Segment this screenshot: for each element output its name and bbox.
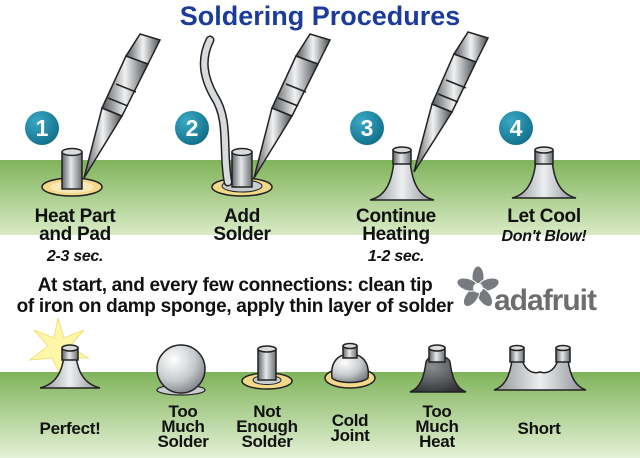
step-1-line2: and Pad [39, 224, 111, 245]
result-perfect-illustration [28, 317, 101, 389]
step-4-badge-icon [497, 109, 535, 147]
soldering-iron-icon [83, 33, 162, 179]
step-2-number: 2 [185, 115, 199, 141]
result-not-enough-solder-label: Not Enough Solder [236, 402, 298, 451]
step-1-line1: Heat Part [34, 206, 116, 227]
shine-icon [28, 317, 90, 376]
tip-line2: of iron on damp sponge, apply thin layer… [16, 296, 454, 317]
page-title: Soldering Procedures [179, 1, 461, 31]
step-2-line2: Solder [213, 224, 271, 245]
step-1-caption: Heat Part and Pad 2-3 sec. [15, 206, 135, 266]
step-3-line1: Continue [356, 206, 436, 227]
step-3-badge-icon [348, 109, 386, 147]
step-4-line1: Let Cool [507, 206, 581, 227]
result-short-illustration [493, 344, 587, 391]
step-2-line1: Add [223, 206, 261, 227]
adafruit-star-icon [456, 265, 500, 307]
result-too-much-heat-illustration [409, 344, 467, 393]
step-2-illustration [199, 33, 332, 197]
step-4-number: 4 [509, 115, 523, 141]
result-too-much-heat-label: Too Much Heat [415, 402, 459, 451]
step-4-caption: Let Cool Don't Blow! [484, 206, 604, 246]
step-2-badge-icon [173, 109, 211, 147]
step-3-illustration [369, 31, 490, 201]
step-4-note: Don't Blow! [501, 228, 587, 245]
cleaning-tip: At start, and every few connections: cle… [0, 275, 470, 317]
result-cold-joint-illustration [324, 342, 376, 389]
step-3-line2: Heating [362, 224, 430, 245]
step-1-illustration [41, 33, 162, 197]
step-3-caption: Continue Heating 1-2 sec. [336, 206, 456, 266]
result-perfect-label: Perfect! [39, 419, 101, 438]
step-1-badge-icon [23, 109, 61, 147]
step-1-number: 1 [35, 115, 49, 141]
step-1-duration: 2-3 sec. [46, 248, 104, 265]
step-2-caption: Add Solder [182, 206, 302, 245]
step-3-duration: 1-2 sec. [367, 248, 425, 265]
result-cold-joint-label: Cold Joint [330, 411, 370, 445]
result-short-label: Short [517, 419, 561, 438]
soldering-iron-icon [413, 31, 490, 173]
solder-wire-icon [201, 37, 231, 185]
step-badges [23, 109, 535, 147]
step-3-number: 3 [360, 115, 374, 141]
step-4-illustration [511, 146, 577, 199]
tip-line1: At start, and every few connections: cle… [37, 275, 433, 296]
result-not-enough-solder-illustration [241, 345, 293, 390]
result-too-much-solder-illustration [156, 344, 206, 396]
adafruit-logo: adafruit [494, 284, 597, 317]
soldering-iron-icon [253, 33, 332, 179]
result-too-much-solder-label: Too Much Solder [157, 402, 209, 451]
